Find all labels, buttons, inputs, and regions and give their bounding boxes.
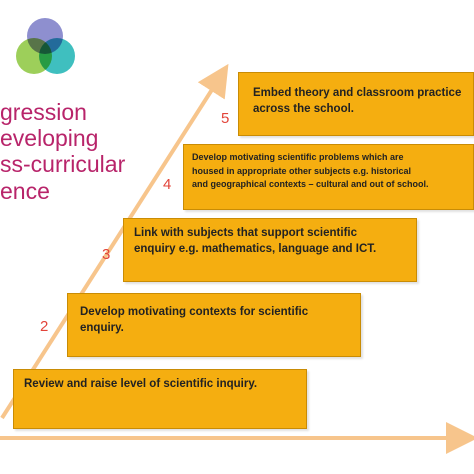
step-2-box: Develop motivating contexts for scientif… — [67, 293, 361, 357]
step-5-number: 5 — [221, 110, 230, 127]
step-5-text: Embed theory and classroom practice acro… — [253, 87, 462, 115]
step-4-number: 4 — [163, 176, 172, 193]
step-1-box: Review and raise level of scientific inq… — [13, 369, 307, 429]
step-5-box: Embed theory and classroom practice acro… — [238, 72, 474, 136]
title-line: gression — [0, 99, 87, 125]
logo-circle-teal — [39, 38, 75, 74]
step-2-text: Develop motivating contexts for scientif… — [80, 306, 309, 334]
step-4-text: Develop motivating scientific problems w… — [192, 152, 429, 189]
step-4-box: Develop motivating scientific problems w… — [183, 144, 474, 210]
title-line: ss-curricular — [0, 151, 126, 177]
diagonal-arrow — [0, 63, 229, 420]
step-3-number: 3 — [102, 246, 111, 263]
title-line: ence — [0, 178, 50, 204]
title-line: eveloping — [0, 125, 99, 151]
step-1-text: Review and raise level of scientific inq… — [24, 378, 258, 390]
step-2-number: 2 — [40, 318, 49, 335]
step-3-box: Link with subjects that support scientif… — [123, 218, 417, 282]
step-3-text: Link with subjects that support scientif… — [134, 227, 377, 255]
